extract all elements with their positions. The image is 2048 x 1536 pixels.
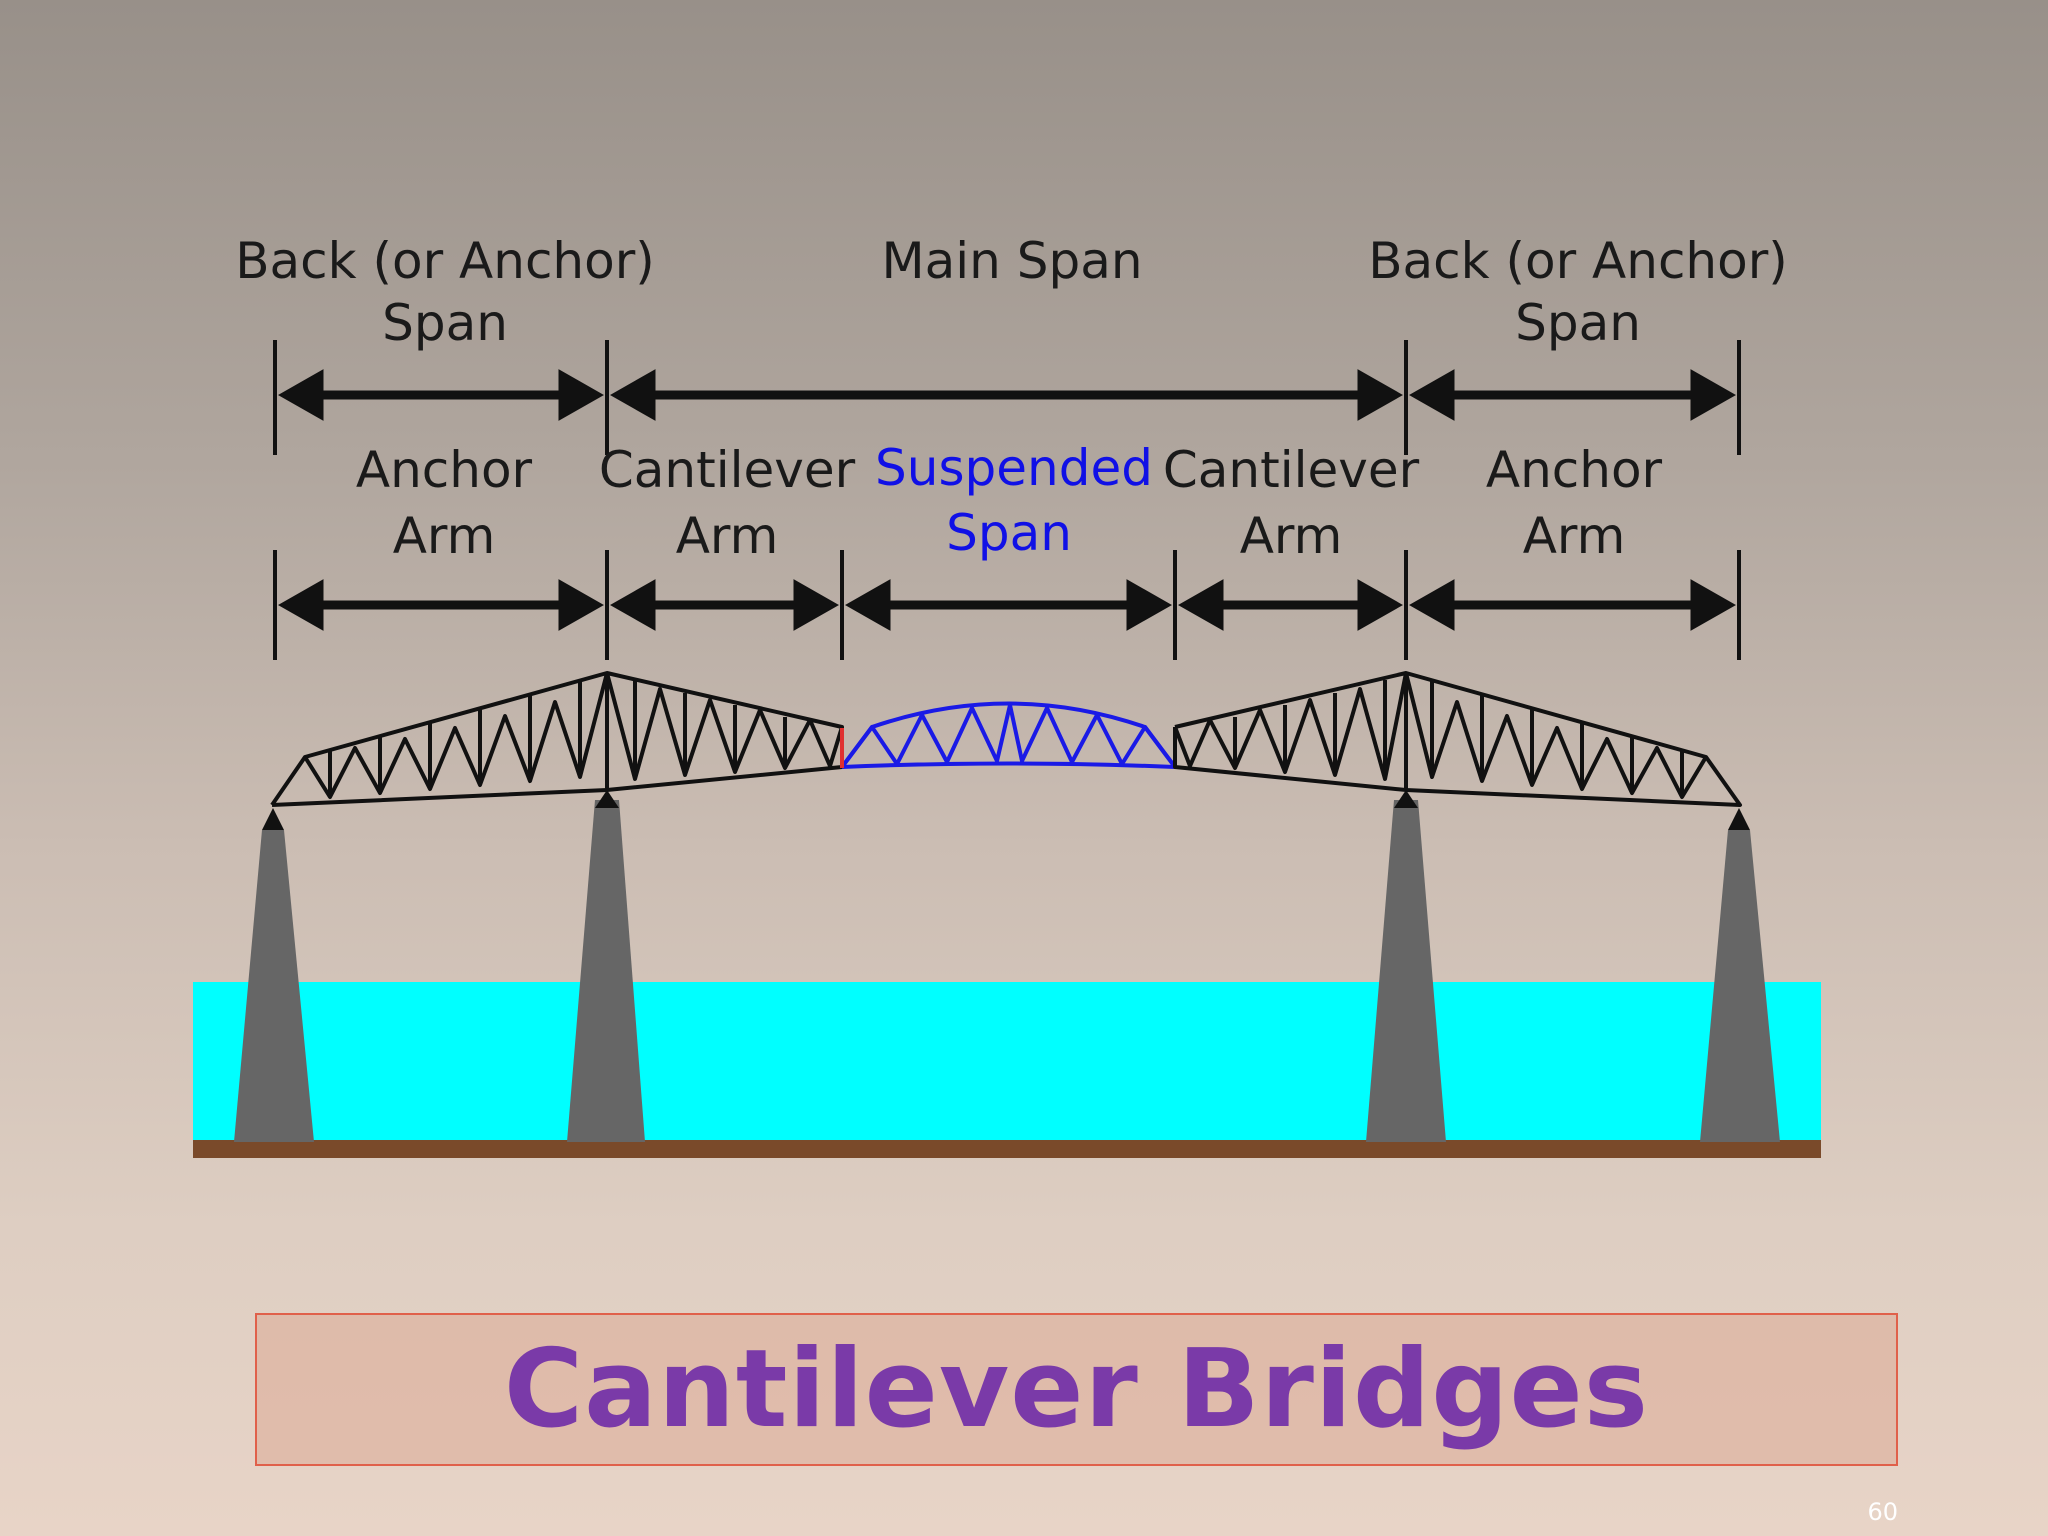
pier-4 [1700,830,1780,1142]
page-number: 60 [1867,1498,1898,1526]
top-dimension-row [273,340,1741,455]
pier-3 [1366,800,1446,1142]
left-back-span-label-line2: Span [382,294,508,352]
left-cantilever-arm-label-line1: Cantilever [599,441,856,499]
left-cantilever-truss [270,671,844,807]
water [193,982,1821,1142]
pier-1 [234,830,314,1142]
piers [234,790,1780,1142]
pier-2 [567,800,645,1142]
bridge-diagram: Back (or Anchor) Span Main Span Back (or… [193,232,1821,1158]
right-cantilever-arm-label-line1: Cantilever [1163,441,1420,499]
main-span-label: Main Span [881,232,1142,290]
right-anchor-arm-label-line2: Arm [1523,507,1626,565]
slide-title-box: Cantilever Bridges [255,1313,1898,1466]
right-cantilever-truss [1173,671,1742,807]
right-anchor-arm-label-line1: Anchor [1486,441,1663,499]
right-back-span-label-line2: Span [1515,294,1641,352]
suspended-span-truss [840,701,1177,769]
lower-dimension-row [273,550,1741,660]
suspended-span-label-line2: Span [946,504,1072,562]
slide-title: Cantilever Bridges [503,1327,1650,1452]
left-back-span-label-line1: Back (or Anchor) [235,232,655,290]
ground [193,1140,1821,1158]
left-cantilever-arm-label-line2: Arm [676,507,779,565]
right-back-span-label-line1: Back (or Anchor) [1368,232,1788,290]
left-anchor-arm-label-line1: Anchor [356,441,533,499]
left-anchor-arm-label-line2: Arm [393,507,496,565]
suspended-span-label-line1: Suspended [875,439,1153,497]
right-cantilever-arm-label-line2: Arm [1240,507,1343,565]
